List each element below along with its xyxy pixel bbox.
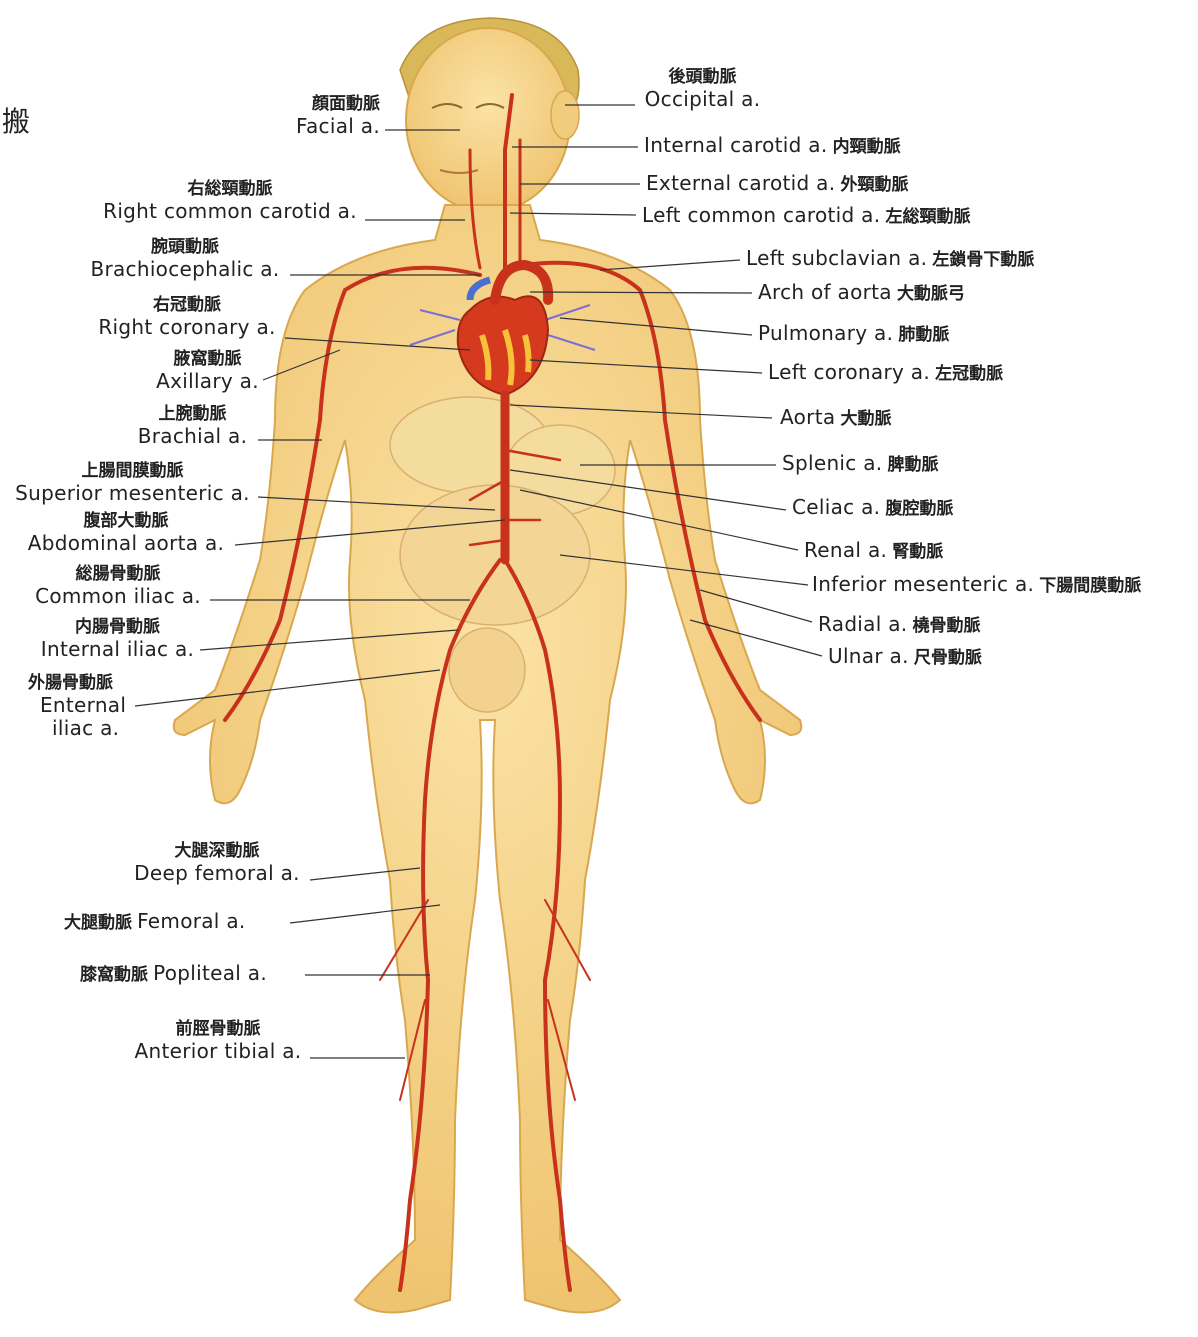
label-en: Deep femoral a. xyxy=(128,862,306,885)
label-popliteal: 膝窩動脈 Popliteal a. xyxy=(80,962,267,986)
label-aorta: Aorta 大動脈 xyxy=(780,406,891,430)
label-anterior-tibial: 前脛骨動脈 Anterior tibial a. xyxy=(128,1020,308,1063)
label-en: Left subclavian a. xyxy=(746,246,927,270)
label-internal-carotid: Internal carotid a. 内頸動脈 xyxy=(644,134,901,158)
label-en: Celiac a. xyxy=(792,495,880,519)
label-ja: 大動脈弓 xyxy=(897,284,965,304)
label-en: Left common carotid a. xyxy=(642,203,880,227)
label-facial: 顔面動脈 Facial a. xyxy=(270,95,380,138)
label-en: Brachial a. xyxy=(130,425,255,448)
label-ja: 上腕動脈 xyxy=(130,405,255,425)
label-en: Anterior tibial a. xyxy=(128,1040,308,1063)
label-en: Radial a. xyxy=(818,612,907,636)
label-ja: 外頸動脈 xyxy=(840,175,908,195)
label-ja: 脾動脈 xyxy=(888,455,939,475)
label-external-carotid: External carotid a. 外頸動脈 xyxy=(646,172,908,196)
label-deep-femoral: 大腿深動脈 Deep femoral a. xyxy=(128,842,306,885)
label-ulnar: Ulnar a. 尺骨動脈 xyxy=(828,645,982,669)
label-internal-iliac: 内腸骨動脈 Internal iliac a. xyxy=(35,618,200,661)
label-ja: 総腸骨動脈 xyxy=(28,565,208,585)
label-ja: 腹部大動脈 xyxy=(20,512,232,532)
label-ja: 下腸間膜動脈 xyxy=(1039,576,1141,596)
label-en: Internal carotid a. xyxy=(644,133,827,157)
label-right-common-carotid: 右総頸動脈 Right common carotid a. xyxy=(95,180,365,223)
label-left-coronary: Left coronary a. 左冠動脈 xyxy=(768,361,1003,385)
label-ja: 後頭動脈 xyxy=(640,68,765,88)
label-ja: 顔面動脈 xyxy=(270,95,380,115)
label-en: Left coronary a. xyxy=(768,360,930,384)
label-splenic: Splenic a. 脾動脈 xyxy=(782,452,939,476)
label-ja: 左総頸動脈 xyxy=(885,207,970,227)
label-en: Arch of aorta xyxy=(758,280,892,304)
label-en: Enternal xyxy=(28,694,138,717)
label-ja: 橈骨動脈 xyxy=(913,616,981,636)
label-en: Splenic a. xyxy=(782,451,882,475)
label-arch-of-aorta: Arch of aorta 大動脈弓 xyxy=(758,281,965,305)
label-brachial: 上腕動脈 Brachial a. xyxy=(130,405,255,448)
label-en: Abdominal aorta a. xyxy=(20,532,232,555)
label-ja: 左冠動脈 xyxy=(935,364,1003,384)
label-radial: Radial a. 橈骨動脈 xyxy=(818,613,981,637)
label-celiac: Celiac a. 腹腔動脈 xyxy=(792,496,953,520)
label-left-common-carotid: Left common carotid a. 左総頸動脈 xyxy=(642,204,970,228)
label-ja: 腋窩動脈 xyxy=(150,350,265,370)
label-ja: 腹腔動脈 xyxy=(885,499,953,519)
label-en: Renal a. xyxy=(804,538,887,562)
label-superior-mesenteric: 上腸間膜動脈 Superior mesenteric a. xyxy=(10,462,255,505)
label-femoral: 大腿動脈 Femoral a. xyxy=(64,910,246,934)
label-en: Superior mesenteric a. xyxy=(10,482,255,505)
label-en: Internal iliac a. xyxy=(35,638,200,661)
bladder xyxy=(449,628,525,712)
label-ja: 上腸間膜動脈 xyxy=(10,462,255,482)
label-ja: 腎動脈 xyxy=(892,542,943,562)
label-ja: 左鎖骨下動脈 xyxy=(932,250,1034,270)
label-en: Axillary a. xyxy=(150,370,265,393)
label-en: Right common carotid a. xyxy=(95,200,365,223)
label-left-subclavian: Left subclavian a. 左鎖骨下動脈 xyxy=(746,247,1034,271)
label-ja: 内頸動脈 xyxy=(833,137,901,157)
label-axillary: 腋窩動脈 Axillary a. xyxy=(150,350,265,393)
label-en: Facial a. xyxy=(270,115,380,138)
label-brachiocephalic: 腕頭動脈 Brachiocephalic a. xyxy=(80,238,290,281)
label-en-line2: iliac a. xyxy=(28,717,138,740)
label-ja: 外腸骨動脈 xyxy=(28,674,138,694)
label-en: Inferior mesenteric a. xyxy=(812,572,1034,596)
label-en: Popliteal a. xyxy=(153,961,267,985)
label-en: External carotid a. xyxy=(646,171,835,195)
label-ja: 右総頸動脈 xyxy=(95,180,365,200)
label-abdominal-aorta: 腹部大動脈 Abdominal aorta a. xyxy=(20,512,232,555)
label-ja: 大腿動脈 xyxy=(64,913,132,933)
label-en: Aorta xyxy=(780,405,835,429)
ear xyxy=(551,91,579,139)
label-ja: 膝窩動脈 xyxy=(80,965,148,985)
label-ja: 肺動脈 xyxy=(898,325,949,345)
label-en: Brachiocephalic a. xyxy=(80,258,290,281)
label-ja: 大動脈 xyxy=(840,409,891,429)
label-renal: Renal a. 腎動脈 xyxy=(804,539,943,563)
label-en: Right coronary a. xyxy=(92,316,282,339)
label-en: Ulnar a. xyxy=(828,644,909,668)
label-pulmonary: Pulmonary a. 肺動脈 xyxy=(758,322,949,346)
label-inferior-mesenteric: Inferior mesenteric a. 下腸間膜動脈 xyxy=(812,573,1141,597)
label-ja: 右冠動脈 xyxy=(92,296,282,316)
label-external-iliac: 外腸骨動脈 Enternal iliac a. xyxy=(28,674,138,740)
label-en: Femoral a. xyxy=(137,909,245,933)
label-ja: 腕頭動脈 xyxy=(80,238,290,258)
label-ja: 尺骨動脈 xyxy=(914,648,982,668)
label-en: Common iliac a. xyxy=(28,585,208,608)
label-right-coronary: 右冠動脈 Right coronary a. xyxy=(92,296,282,339)
label-ja: 内腸骨動脈 xyxy=(35,618,200,638)
label-occipital: 後頭動脈 Occipital a. xyxy=(640,68,765,111)
label-en: Pulmonary a. xyxy=(758,321,893,345)
label-common-iliac: 総腸骨動脈 Common iliac a. xyxy=(28,565,208,608)
label-en: Occipital a. xyxy=(640,88,765,111)
label-ja: 前脛骨動脈 xyxy=(128,1020,308,1040)
label-ja: 大腿深動脈 xyxy=(128,842,306,862)
